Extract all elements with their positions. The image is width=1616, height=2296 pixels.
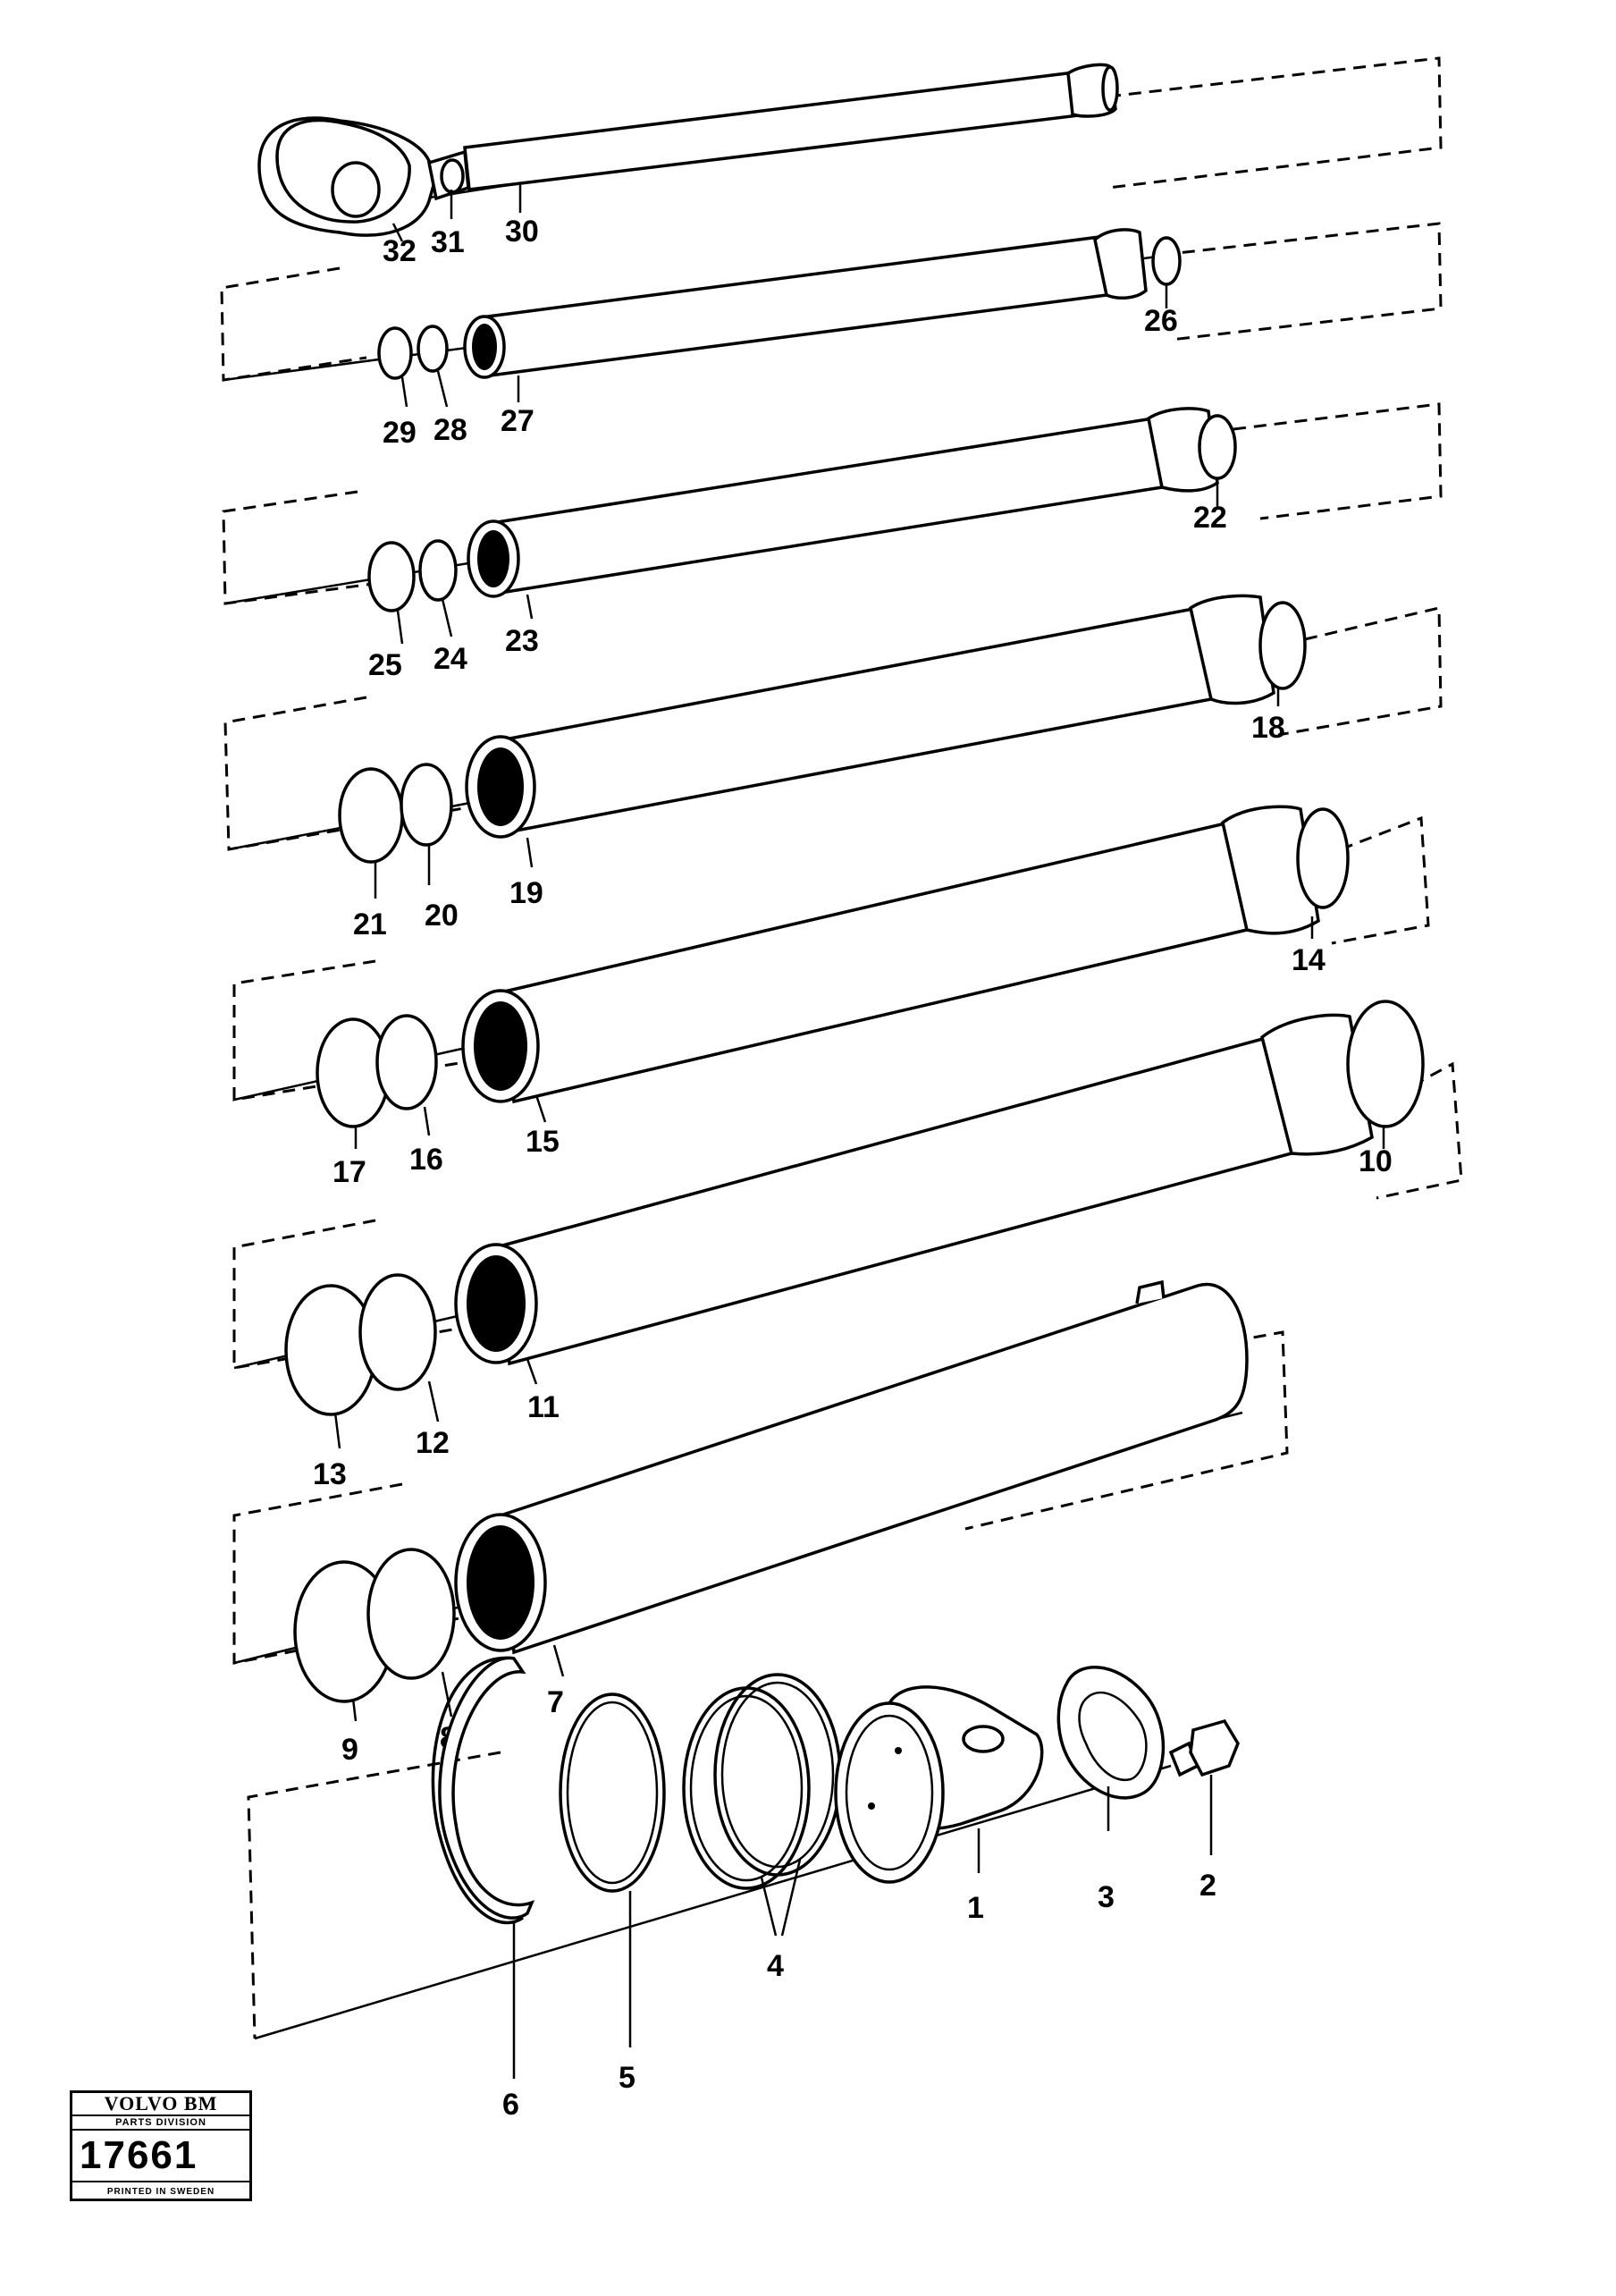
tube-23 (490, 416, 1164, 595)
seal-ring-28 (417, 325, 449, 373)
stamp-printed: PRINTED IN SWEDEN (106, 2187, 215, 2197)
label-17: 17 (332, 1155, 366, 1189)
label-7: 7 (547, 1685, 564, 1719)
label-23: 23 (505, 624, 539, 658)
wiper-ring-25 (367, 541, 416, 612)
label-9: 9 (341, 1733, 358, 1767)
label-21: 21 (353, 907, 387, 941)
stage-4-tube-assembly: 17 16 15 14 (232, 805, 1430, 1189)
end-cap (834, 1685, 1044, 1884)
seal-ring-12 (358, 1273, 437, 1391)
label-20: 20 (425, 899, 459, 933)
label-32: 32 (383, 234, 417, 268)
label-15: 15 (526, 1125, 560, 1159)
label-25: 25 (368, 648, 402, 682)
label-3: 3 (1098, 1880, 1115, 1914)
label-10: 10 (1359, 1144, 1393, 1178)
end-cap-assembly: 1 2 3 4 5 6 (247, 1656, 1240, 2122)
stamp-doc-number: 17661 (72, 2131, 249, 2182)
tube-15 (499, 820, 1249, 1104)
stage-1-tube-assembly: 29 28 27 26 (220, 222, 1443, 450)
label-19: 19 (509, 876, 543, 910)
tube-27 (478, 235, 1108, 377)
back-up-ring-5 (559, 1692, 666, 1893)
label-2: 2 (1199, 1869, 1216, 1903)
stage-3-tube-assembly: 21 20 19 18 (223, 594, 1443, 941)
label-11: 11 (527, 1390, 560, 1424)
cylinder-barrel-assembly: 9 8 7 (232, 1279, 1289, 1767)
wiper-ring-21 (338, 767, 404, 864)
label-1: 1 (967, 1891, 984, 1925)
label-6: 6 (502, 2088, 519, 2122)
snap-ring-6 (431, 1656, 535, 1925)
wiper-ring-29 (377, 326, 413, 380)
stage-2-tube-assembly: 25 24 23 22 (222, 402, 1443, 682)
o-rings-4 (682, 1673, 842, 1890)
seal-ring-20 (400, 763, 453, 847)
tube-19 (499, 605, 1213, 834)
label-31: 31 (431, 225, 465, 259)
stage-5-tube-assembly: 13 12 11 10 (232, 1000, 1463, 1491)
label-29: 29 (383, 416, 417, 450)
piston-rod-assembly: 32 31 30 (257, 56, 1443, 268)
seal-ring-16 (375, 1014, 438, 1110)
label-16: 16 (409, 1143, 443, 1177)
label-28: 28 (433, 413, 467, 447)
label-5: 5 (619, 2061, 635, 2095)
label-26: 26 (1144, 304, 1178, 338)
label-13: 13 (313, 1457, 347, 1491)
cylinder-barrel (499, 1282, 1249, 1655)
label-22: 22 (1193, 501, 1227, 535)
seal-ring-8 (366, 1548, 456, 1680)
stamp-division: PARTS DIVISION (72, 2116, 249, 2131)
label-4: 4 (767, 1949, 784, 1983)
gasket-3 (1056, 1665, 1166, 1800)
stamp-brand: VOLVO BM (72, 2093, 249, 2116)
label-12: 12 (416, 1426, 450, 1460)
piston-rod (463, 70, 1088, 191)
rod-eye (257, 116, 440, 237)
volvo-bm-stamp: VOLVO BM PARTS DIVISION 17661 PRINTED IN… (70, 2090, 252, 2201)
label-24: 24 (433, 642, 467, 676)
seal-ring-24 (418, 539, 458, 602)
label-27: 27 (501, 404, 534, 438)
label-30: 30 (505, 215, 539, 249)
screw-2 (1168, 1718, 1240, 1777)
label-18: 18 (1251, 711, 1285, 745)
label-14: 14 (1292, 943, 1326, 977)
